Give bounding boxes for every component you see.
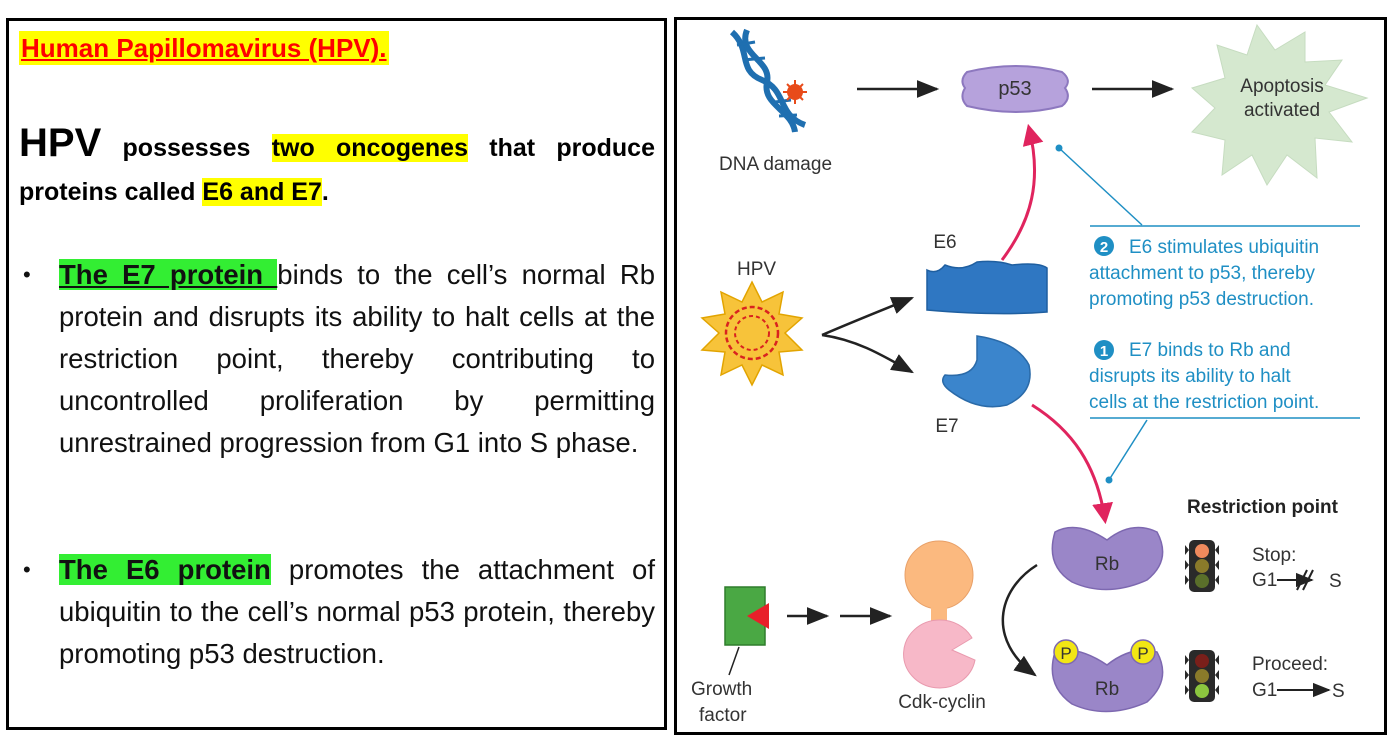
step1-badge xyxy=(1094,340,1114,360)
stop-g1: G1 xyxy=(1252,570,1277,591)
e7-label: E7 xyxy=(935,416,958,437)
phosphate-left-label: P xyxy=(1060,644,1071,663)
bullet-marker: • xyxy=(23,557,31,582)
hpv-label: HPV xyxy=(737,259,776,280)
bullet-e6: • The E6 protein promotes the attachment… xyxy=(19,549,655,675)
cdk-cyclin-label: Cdk-cyclin xyxy=(898,692,986,713)
proceed-s: S xyxy=(1332,681,1345,702)
arrow-e6-to-p53 xyxy=(1000,123,1044,261)
apoptosis-star xyxy=(1190,23,1369,186)
intro-paragraph: HPV possesses two oncogenes that produce… xyxy=(19,121,655,214)
e6-protein xyxy=(926,260,1048,315)
title-text: Human Papillomavirus (HPV). xyxy=(19,31,389,65)
bullet-e6-text: promotes the attachment of ubiquitin to … xyxy=(59,554,655,669)
step1-line2: disrupts its ability to halt xyxy=(1089,366,1291,387)
p53-protein xyxy=(961,65,1069,113)
step2-line3: promoting p53 destruction. xyxy=(1089,289,1314,310)
apoptosis-line1: Apoptosis xyxy=(1240,76,1323,97)
growth-factor-ligand xyxy=(747,603,769,629)
step2-number: 2 xyxy=(1100,239,1108,256)
step1-line1: E7 binds to Rb and xyxy=(1129,340,1291,361)
bullet-e7: • The E7 protein binds to the cell’s nor… xyxy=(19,254,655,464)
hpv-diagram: DNA damage p53 Apoptosis activated HPV E… xyxy=(691,23,1369,726)
phosphate-right xyxy=(1130,639,1156,665)
e7-protein xyxy=(942,335,1031,408)
dna-damage-icon xyxy=(729,28,807,133)
stop-label: Stop: xyxy=(1252,545,1296,566)
bullet-e7-text: binds to the cell’s normal Rb protein an… xyxy=(59,259,655,458)
arrow-hpv-to-e7 xyxy=(821,333,914,374)
e6-label: E6 xyxy=(933,232,956,253)
cyclin-subunit xyxy=(904,540,974,610)
intro-text1: possesses xyxy=(101,134,272,162)
growth-factor-line2: factor xyxy=(699,705,747,726)
proceed-label: Proceed: xyxy=(1252,654,1328,675)
intro-text2: that produce proteins called xyxy=(19,134,655,206)
callout-dot-1 xyxy=(1105,476,1113,484)
arrow-e7-to-rb xyxy=(1031,403,1113,525)
phosphate-left xyxy=(1053,639,1079,665)
growth-factor-line1: Growth xyxy=(691,679,752,700)
traffic-light-proceed-icon xyxy=(1185,650,1219,702)
callout-line-2 xyxy=(1058,147,1143,226)
bullet-marker: • xyxy=(23,262,31,287)
bullet-e6-lead: The E6 protein xyxy=(59,554,271,585)
text-panel: Human Papillomavirus (HPV). HPV possesse… xyxy=(6,18,667,730)
step2-line2: attachment to p53, thereby xyxy=(1089,263,1316,284)
intro-period: . xyxy=(321,178,329,206)
growth-factor-leader xyxy=(728,646,740,676)
phosphate-right-label: P xyxy=(1137,644,1148,663)
rb-protein-bottom xyxy=(1051,649,1164,713)
bullet-e7-lead: The E7 protein xyxy=(59,259,278,290)
traffic-light-stop-icon xyxy=(1185,540,1219,592)
step2-badge xyxy=(1094,236,1114,256)
rb-label-top: Rb xyxy=(1095,554,1119,575)
p53-label: p53 xyxy=(998,78,1031,100)
cyclin-stalk xyxy=(931,605,947,621)
apoptosis-line2: activated xyxy=(1244,100,1320,121)
step1-line3: cells at the restriction point. xyxy=(1089,392,1319,413)
stop-s: S xyxy=(1329,571,1342,592)
diagram-panel: DNA damage p53 Apoptosis activated HPV E… xyxy=(674,17,1387,735)
hpv-virus-icon xyxy=(700,280,804,387)
intro-hpv: HPV xyxy=(19,121,102,165)
dna-damage-label: DNA damage xyxy=(719,154,832,175)
rb-label-bottom: Rb xyxy=(1095,679,1119,700)
step1-number: 1 xyxy=(1100,343,1108,360)
restriction-point-title: Restriction point xyxy=(1187,497,1339,518)
callout-dot-2 xyxy=(1055,144,1063,152)
callout-line-1 xyxy=(1108,419,1148,481)
intro-two-oncogenes: two oncogenes xyxy=(271,134,468,162)
cdk-subunit xyxy=(903,619,976,689)
proceed-g1: G1 xyxy=(1252,680,1277,701)
stop-block-marks xyxy=(1296,569,1314,591)
arrow-rb-phosphorylation xyxy=(1001,563,1038,677)
step2-line1: E6 stimulates ubiquitin xyxy=(1129,237,1319,258)
rb-protein-top xyxy=(1051,526,1164,591)
arrow-hpv-to-e6 xyxy=(821,296,915,337)
page-title: Human Papillomavirus (HPV). xyxy=(19,31,389,65)
intro-e6-e7: E6 and E7 xyxy=(202,178,322,206)
